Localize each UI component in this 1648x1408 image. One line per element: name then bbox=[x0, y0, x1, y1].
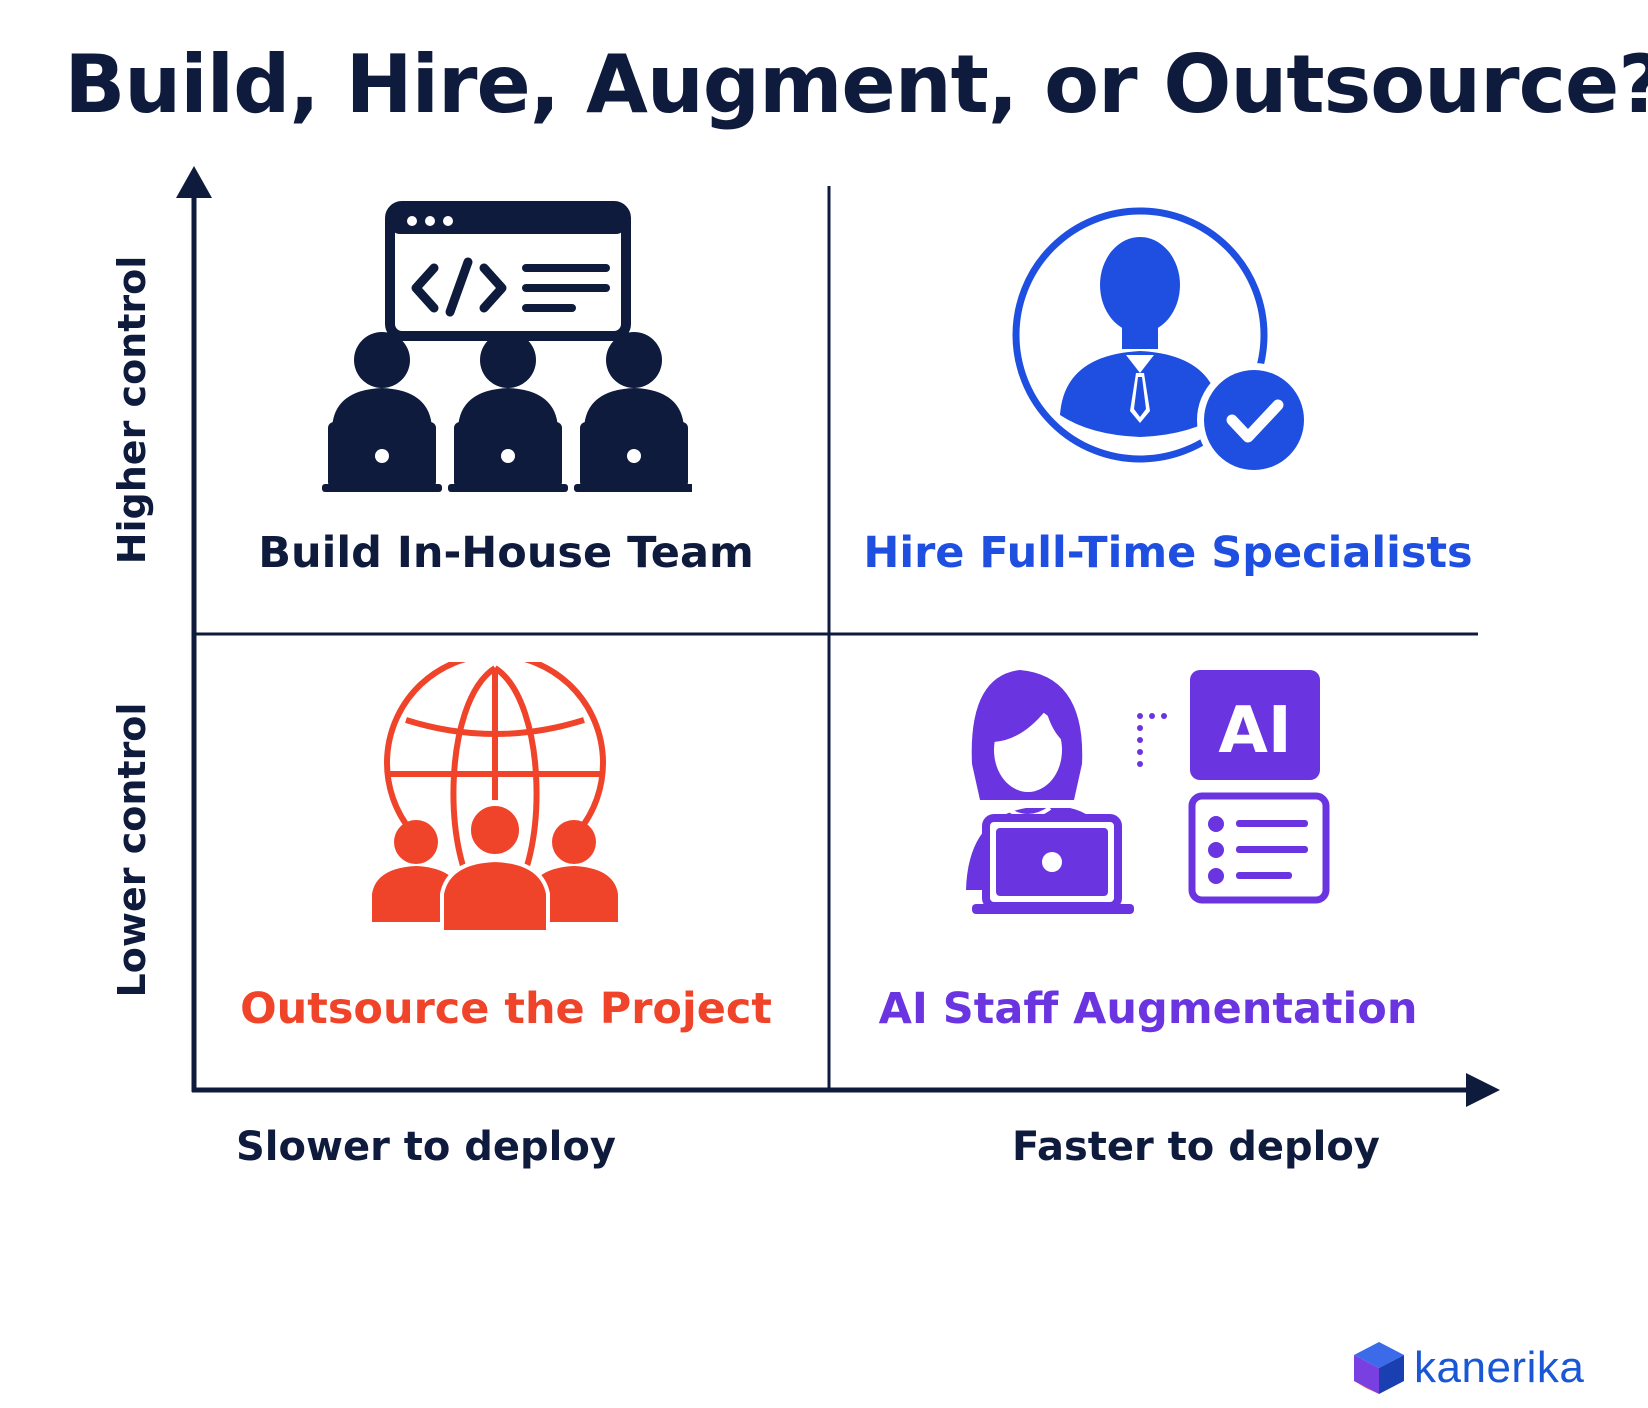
quadrant-label-ai-augmentation: AI Staff Augmentation bbox=[878, 984, 1418, 1034]
quadrant-label-outsource: Outsource the Project bbox=[240, 984, 772, 1034]
team-coding-icon bbox=[322, 201, 692, 492]
specialist-check-icon bbox=[1012, 207, 1311, 477]
kanerika-cube-icon bbox=[1354, 1342, 1404, 1394]
page-title: Build, Hire, Augment, or Outsource? bbox=[64, 38, 1648, 131]
quadrant-label-build: Build In-House Team bbox=[258, 528, 754, 578]
x-axis-label-left: Slower to deploy bbox=[236, 1124, 616, 1170]
y-axis-arrow bbox=[176, 166, 212, 198]
brand-name: kanerika bbox=[1414, 1343, 1585, 1392]
brand-logo: kanerika bbox=[1352, 1340, 1584, 1396]
y-axis-label-bottom: Lower control bbox=[110, 702, 154, 998]
quadrant-label-hire: Hire Full-Time Specialists bbox=[863, 528, 1473, 578]
globe-people-icon bbox=[372, 662, 618, 932]
ai-woman-laptop-icon: AI bbox=[966, 670, 1330, 914]
ai-badge-text: AI bbox=[1218, 694, 1291, 768]
x-axis-arrow bbox=[1466, 1073, 1500, 1107]
y-axis-label-top: Higher control bbox=[110, 255, 154, 565]
x-axis-label-right: Faster to deploy bbox=[1012, 1124, 1380, 1170]
